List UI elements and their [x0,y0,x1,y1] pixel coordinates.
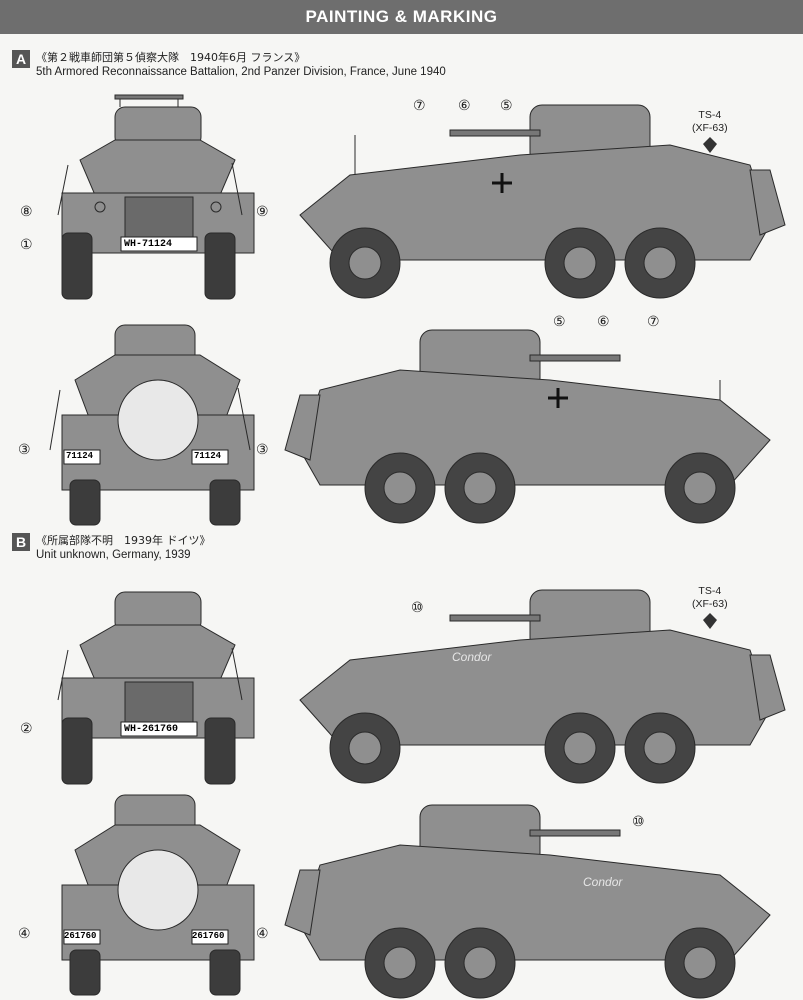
section-b-title: 《所属部隊不明 1939年 ドイツ》 Unit unknown, Germany… [36,533,211,563]
section-b-rear-view [61,794,255,996]
callout-a-side2-2: ⑥ [597,313,610,329]
rear-plate-a-right: 71124 [194,451,222,461]
section-b-jp-title: 《所属部隊不明 1939年 ドイツ》 [36,534,211,547]
page-title: PAINTING & MARKING [305,7,498,26]
section-b-letter: B [12,533,30,551]
vehicle-name-b-right: Condor [583,875,623,889]
callout-a-rear-2: ③ [256,441,269,457]
callout-b-rear-1: ④ [18,925,31,941]
paint-drop-icon [702,613,717,629]
section-b-en-title: Unit unknown, Germany, 1939 [36,549,191,561]
section-a-en-title: 5th Armored Reconnaissance Battalion, 2n… [36,66,446,78]
paint-code-a-alt: (XF-63) [692,122,728,134]
page-header: PAINTING & MARKING [0,0,803,34]
paint-code-a: TS-4 (XF-63) [692,109,728,153]
section-b-side-view-right [284,804,771,999]
callout-a-front-1: ⑧ [20,203,33,219]
callout-b-front-1: ② [20,720,33,736]
section-a-letter: A [12,50,30,68]
callout-b-side2-1: ⑩ [632,813,645,829]
paint-code-a-name: TS-4 [698,109,722,121]
section-a-rear-view [49,324,255,526]
section-a-side-view-left [299,104,786,299]
callout-a-side2-3: ⑦ [647,313,660,329]
paint-code-b-alt: (XF-63) [692,598,728,610]
section-a-header: A 《第２戦車師団第５偵察大隊 1940年6月 フランス》 5th Armore… [12,50,446,80]
rear-plate-a-left: 71124 [66,451,94,461]
vehicle-name-b-left: Condor [452,650,492,664]
callout-a-front-3: ① [20,236,33,252]
rear-plate-b-left: 261760 [64,931,97,941]
section-b-header: B 《所属部隊不明 1939年 ドイツ》 Unit unknown, Germa… [12,533,211,563]
paint-drop-icon [702,137,717,153]
section-a-front-view [57,94,255,300]
callout-b-rear-2: ④ [256,925,269,941]
front-plate-b: WH-261760 [124,724,179,735]
section-b-front-view [57,591,255,785]
section-a-title: 《第２戦車師団第５偵察大隊 1940年6月 フランス》 5th Armored … [36,50,446,80]
front-plate-a: WH-71124 [124,239,173,250]
callout-b-side1-1: ⑩ [411,599,424,615]
section-a-jp-title: 《第２戦車師団第５偵察大隊 1940年6月 フランス》 [36,51,306,64]
callout-a-side1-2: ⑥ [458,97,471,113]
rear-plate-b-right: 261760 [192,931,225,941]
paint-code-b: TS-4 (XF-63) [692,585,728,629]
section-b-side-view-left [299,589,786,784]
callout-a-side2-1: ⑤ [553,313,566,329]
paint-code-b-name: TS-4 [698,585,722,597]
section-a-side-view-right [284,329,771,524]
callout-a-rear-1: ③ [18,441,31,457]
callout-a-side1-1: ⑦ [413,97,426,113]
callout-a-front-2: ⑨ [256,203,269,219]
callout-a-side1-3: ⑤ [500,97,513,113]
